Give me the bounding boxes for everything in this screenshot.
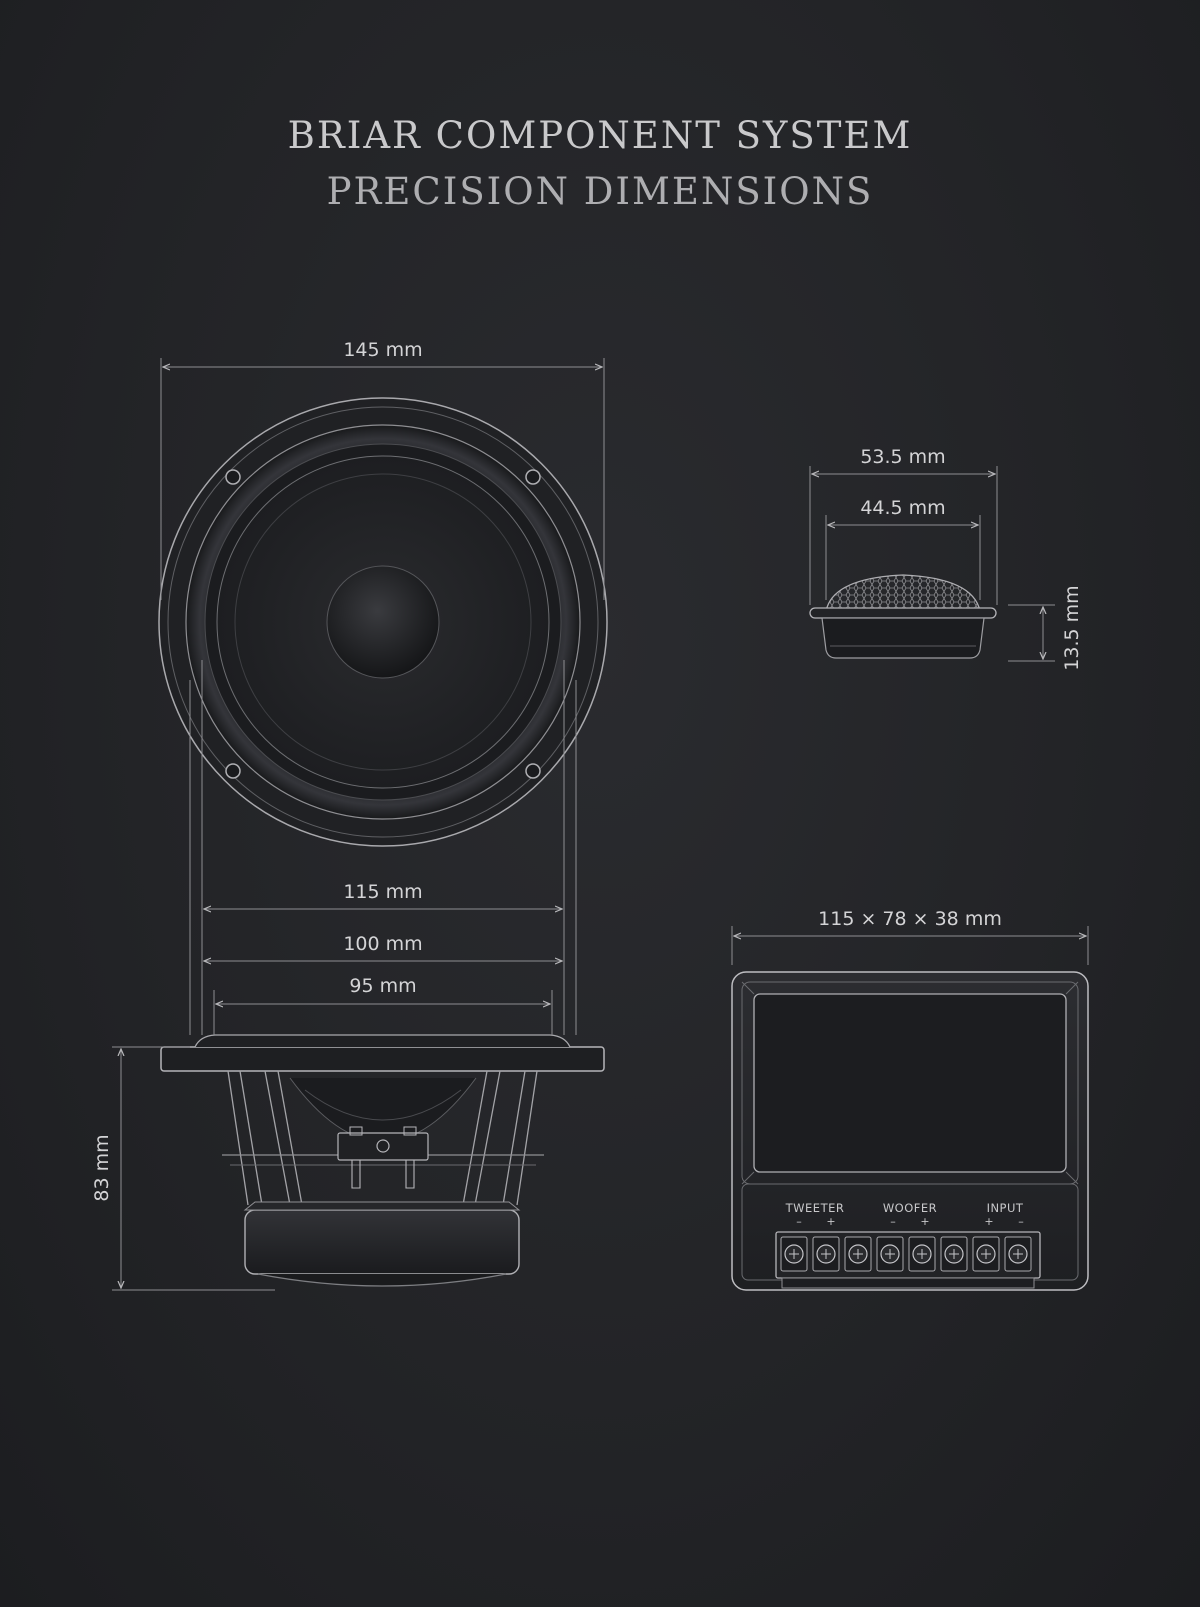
screw-slot	[981, 1249, 991, 1259]
woofer-95-label: 95 mm	[349, 975, 416, 997]
terminal-sign: +	[920, 1215, 929, 1228]
woofer-depth-label: 83 mm	[91, 1134, 113, 1201]
title-block: BRIAR COMPONENT SYSTEM PRECISION DIMENSI…	[0, 108, 1200, 220]
woofer-side-view	[160, 1034, 605, 1287]
tweeter-height-label: 13.5 mm	[1061, 585, 1083, 670]
screw-slot	[853, 1249, 863, 1259]
screw-slot	[949, 1249, 959, 1259]
mounting-hole	[225, 763, 241, 779]
tweeter-dome-label: 44.5 mm	[860, 497, 945, 519]
screw-slot	[917, 1249, 927, 1259]
terminal-sign: –	[890, 1215, 896, 1228]
terminal-sign: +	[826, 1215, 835, 1228]
dimension-lines	[112, 358, 1089, 1291]
screw-slot	[1013, 1249, 1023, 1259]
tweeter-flange-label: 53.5 mm	[860, 446, 945, 468]
terminal-sign: +	[984, 1215, 993, 1228]
woofer-100-label: 100 mm	[343, 933, 422, 955]
woofer-115-label: 115 mm	[343, 881, 422, 903]
screw-slot	[821, 1249, 831, 1259]
terminal-sign: –	[1018, 1215, 1024, 1228]
screw-slot	[789, 1249, 799, 1259]
tweeter-view	[809, 574, 997, 659]
terminal-sign: –	[796, 1215, 802, 1228]
mounting-hole	[525, 763, 541, 779]
mounting-hole	[525, 469, 541, 485]
terminal-label-tweeter: TWEETER	[785, 1201, 845, 1215]
terminal-label-input: INPUT	[987, 1201, 1024, 1215]
crossover-view: TWEETER WOOFER INPUT – + – + + –	[731, 971, 1089, 1291]
woofer-terminal	[337, 1132, 429, 1161]
woofer-outer-diameter-label: 145 mm	[343, 339, 422, 361]
screw-slot	[885, 1249, 895, 1259]
terminal-label-woofer: WOOFER	[883, 1201, 937, 1215]
page-subtitle: PRECISION DIMENSIONS	[326, 170, 874, 213]
tweeter-grille	[825, 574, 981, 612]
mounting-hole	[225, 469, 241, 485]
woofer-front-view	[158, 397, 608, 847]
woofer-magnet	[244, 1209, 520, 1275]
crossover-size-label: 115 × 78 × 38 mm	[818, 908, 1002, 930]
page-title: BRIAR COMPONENT SYSTEM	[287, 114, 913, 157]
